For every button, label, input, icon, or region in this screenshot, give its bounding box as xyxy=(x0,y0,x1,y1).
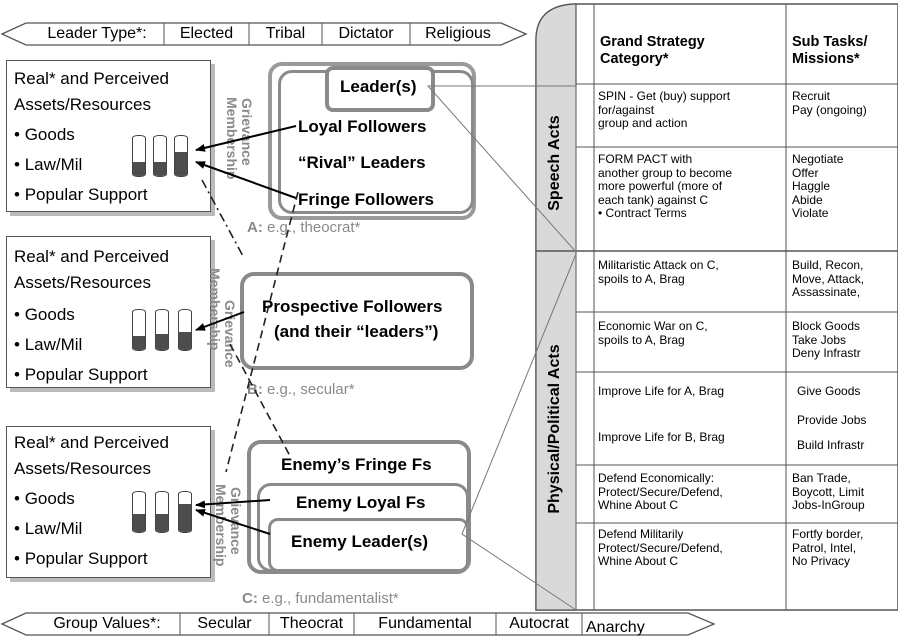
asset-title-line2: Assets/Resources xyxy=(14,459,151,478)
asset-panel-c: Real* and Perceived Assets/Resources • G… xyxy=(6,426,211,578)
group-values-theocrat: Theocrat xyxy=(279,615,344,632)
asset-title-line2: Assets/Resources xyxy=(14,273,151,292)
grievance-label-c-line1: Grievance xyxy=(228,487,244,555)
dashed-link-a-to-b xyxy=(201,179,245,259)
arrow-prospective-to-assets-b xyxy=(195,311,245,331)
group-a-rival-label: “Rival” Leaders xyxy=(298,153,426,172)
row-build-infrastr-task: Build Infrastr xyxy=(797,438,865,452)
group-b-line1: Prospective Followers xyxy=(262,297,443,316)
law-mil-tank xyxy=(155,309,169,351)
group-c-leader-label: Enemy Leader(s) xyxy=(291,532,428,551)
goods-tank xyxy=(132,309,146,351)
row-economic-war-tasks: Block Goods Take Jobs Deny Infrastr xyxy=(792,319,861,360)
asset-bullet-law: • Law/Mil xyxy=(14,155,83,174)
group-values-secular: Secular xyxy=(197,615,252,632)
arrow-loyal-to-assets-a xyxy=(195,125,297,152)
popular-support-tank xyxy=(178,309,192,351)
row-improve-b-category: Improve Life for B, Brag xyxy=(598,430,725,444)
leader-type-elected: Elected xyxy=(179,25,234,42)
asset-panel-a: Real* and Perceived Assets/Resources • G… xyxy=(6,60,211,212)
row-provide-jobs-task: Provide Jobs xyxy=(797,413,867,427)
asset-bullet-support: • Popular Support xyxy=(14,185,148,204)
leader-type-arrow-shape xyxy=(0,22,528,46)
asset-bullet-support: • Popular Support xyxy=(14,365,148,384)
asset-bullet-law: • Law/Mil xyxy=(14,519,83,538)
popular-support-tank xyxy=(178,491,192,533)
callout-speech-acts xyxy=(426,85,577,254)
asset-bullet-law: • Law/Mil xyxy=(14,335,83,354)
header-sub-tasks: Sub Tasks/ Missions* xyxy=(792,34,868,67)
arrow-enemy-leader-to-assets-c xyxy=(195,508,271,535)
row-pact-tasks: Negotiate Offer Haggle Abide Violate xyxy=(792,152,844,220)
callout-physical-acts xyxy=(461,253,577,611)
row-defend-mil-category: Defend Militarily Protect/Secure/Defend,… xyxy=(598,527,723,568)
dashed-link-b-to-c xyxy=(229,343,291,457)
asset-bullet-goods: • Goods xyxy=(14,305,75,324)
row-improve-a-category: Improve Life for A, Brag xyxy=(598,384,725,398)
group-c-loyal-label: Enemy Loyal Fs xyxy=(296,493,426,512)
row-pact-category: FORM PACT with another group to become m… xyxy=(598,152,733,220)
group-a-fringe-label: Fringe Followers xyxy=(298,190,435,209)
strategy-table-frame xyxy=(535,3,898,611)
group-c-caption: C: e.g., fundamentalist* xyxy=(242,590,399,607)
row-defend-mil-tasks: Fortfy border, Patrol, Intel, No Privacy xyxy=(792,527,864,568)
group-a-loyal-label: Loyal Followers xyxy=(298,117,427,136)
row-defend-econ-category: Defend Economically: Protect/Secure/Defe… xyxy=(598,471,723,512)
group-b-box xyxy=(240,272,474,370)
dashed-link-fringe-to-c xyxy=(225,191,299,473)
leader-type-tribal: Tribal xyxy=(265,25,306,42)
leader-type-dictator: Dictator xyxy=(338,25,394,42)
row-defend-econ-tasks: Ban Trade, Boycott, Limit Jobs-InGroup xyxy=(792,471,865,512)
row-economic-war-category: Economic War on C, spoils to A, Brag xyxy=(598,319,708,347)
asset-bullet-goods: • Goods xyxy=(14,125,75,144)
asset-title-line2: Assets/Resources xyxy=(14,95,151,114)
group-values-heading: Group Values*: xyxy=(53,615,161,632)
group-values-fundamental: Fundamental xyxy=(378,615,472,632)
group-c-fringe-label: Enemy’s Fringe Fs xyxy=(281,455,432,474)
group-values-autocrat: Autocrat xyxy=(509,615,569,632)
goods-tank xyxy=(132,135,146,177)
law-mil-tank xyxy=(153,135,167,177)
group-a-leader-box xyxy=(325,66,435,112)
grievance-label-c-line2: Membership xyxy=(213,484,229,567)
grievance-label-a-line2: Membership xyxy=(224,97,240,180)
asset-panel-b: Real* and Perceived Assets/Resources • G… xyxy=(6,236,211,388)
leader-type-scale: Leader Type*: Elected Tribal Dictator Re… xyxy=(0,22,530,46)
strategy-table: Speech Acts Physical/Political Acts Gran… xyxy=(534,0,898,611)
leader-type-religious: Religious xyxy=(425,25,491,42)
asset-title-line1: Real* and Perceived xyxy=(14,247,169,266)
row-militaristic-tasks: Build, Recon, Move, Attack, Assassinate, xyxy=(792,258,865,299)
group-b-line2: (and their “leaders”) xyxy=(274,322,439,341)
grievance-label-b-line2: Membership xyxy=(207,268,223,351)
row-spin-category: SPIN - Get (buy) support for/against gro… xyxy=(598,89,731,130)
asset-title-line1: Real* and Perceived xyxy=(14,433,169,452)
popular-support-tank xyxy=(174,135,188,177)
asset-bullet-support: • Popular Support xyxy=(14,549,148,568)
arrow-fringe-to-assets-a xyxy=(195,161,297,199)
group-values-arrow-shape xyxy=(0,612,716,636)
group-values-anarchy: Anarchy xyxy=(586,619,645,636)
arrow-enemy-loyal-to-assets-c xyxy=(195,499,271,509)
asset-title-line1: Real* and Perceived xyxy=(14,69,169,88)
goods-tank xyxy=(132,491,146,533)
group-a-leader-label: Leader(s) xyxy=(340,77,417,96)
law-mil-tank xyxy=(155,491,169,533)
group-values-scale: Group Values*: Secular Theocrat Fundamen… xyxy=(0,612,720,636)
row-spin-tasks: Recruit Pay (ongoing) xyxy=(792,89,867,117)
group-b-caption: B: e.g., secular* xyxy=(247,381,355,398)
group-c-leader-box xyxy=(268,518,469,572)
row-give-goods-task: Give Goods xyxy=(797,384,861,398)
grievance-label-a-line1: Grievance xyxy=(239,98,255,166)
row-militaristic-category: Militaristic Attack on C, spoils to A, B… xyxy=(598,258,719,286)
leader-type-heading: Leader Type*: xyxy=(47,25,147,42)
asset-bullet-goods: • Goods xyxy=(14,489,75,508)
header-grand-strategy: Grand Strategy Category* xyxy=(600,34,705,67)
